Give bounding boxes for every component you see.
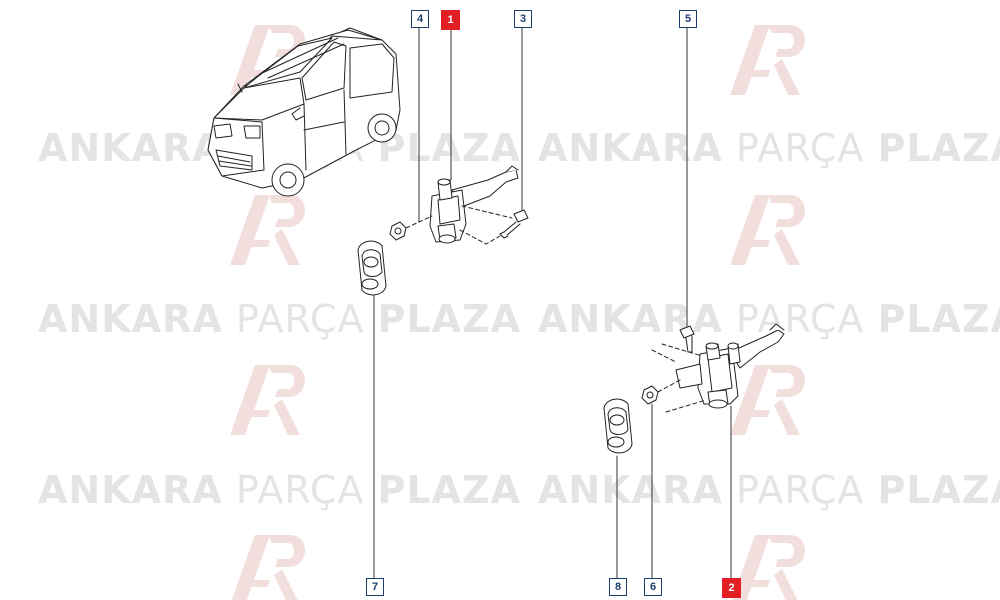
watermark-logo-2: [730, 25, 805, 95]
leader-lines: [373, 26, 732, 579]
watermark-logo-7: [231, 535, 305, 600]
watermark-logo-3: [230, 195, 305, 265]
watermark-logo-5: [230, 365, 305, 435]
watermark-text-6: ANKARA PARÇA PLAZA: [538, 468, 1000, 512]
bolt-3: [499, 209, 529, 239]
watermark-logo-8: [731, 535, 805, 600]
watermark-logo-1: [230, 25, 305, 95]
cover-8: [603, 398, 633, 454]
nut-4: [389, 221, 407, 241]
nut-6: [641, 385, 659, 405]
callout-8: 8: [609, 578, 627, 596]
door-check-strap-1: [429, 165, 519, 244]
watermark-text-5: ANKARA PARÇA PLAZA: [38, 468, 521, 512]
watermark-text-3: ANKARA PARÇA PLAZA: [38, 297, 521, 341]
callout-6: 6: [644, 578, 662, 596]
watermark-logo-4: [730, 195, 805, 265]
callout-5: 5: [679, 10, 697, 28]
callout-7: 7: [366, 578, 384, 596]
assembly-lines-bottom: [651, 343, 707, 413]
door-check-strap-2: [675, 323, 785, 409]
bolt-5: [679, 325, 695, 353]
callout-3: 3: [514, 10, 532, 28]
watermark-logo-6: [730, 365, 805, 435]
cover-7: [357, 240, 387, 296]
callout-2: 2: [722, 578, 741, 598]
callout-4: 4: [411, 10, 429, 28]
callout-1: 1: [441, 10, 460, 30]
watermark-text-2: ANKARA PARÇA PLAZA: [538, 126, 1000, 170]
van-illustration: [207, 27, 401, 197]
